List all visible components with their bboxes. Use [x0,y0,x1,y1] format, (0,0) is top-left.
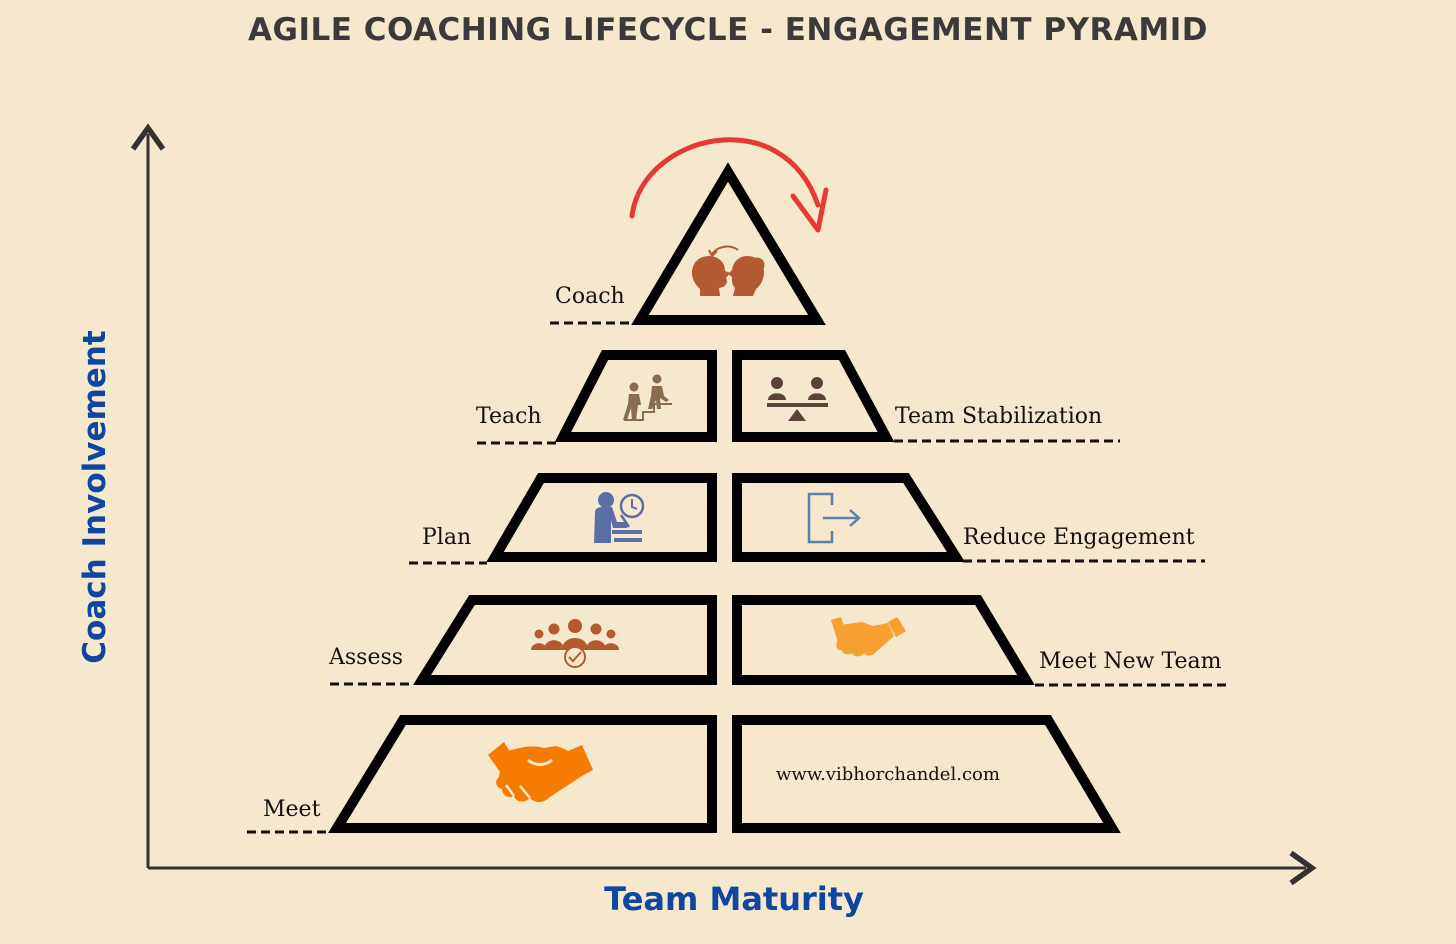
balanced-scale-icon [767,377,828,421]
left-level-label-1: Teach [476,404,542,429]
pyramid-tier-right-1 [732,350,895,442]
team-assessment-icon [531,619,619,668]
left-level-label-3: Assess [329,645,404,670]
pyramid-tier-left-2 [486,473,717,562]
pyramid-tier-right-2 [732,473,966,562]
pyramid-tier-left-4 [328,715,717,833]
x-axis-label: Team Maturity [604,880,864,918]
cycle-arrow-icon [629,137,829,233]
person-planning-clock-icon [594,492,645,543]
pyramid-tier-right-4 [732,715,1121,833]
coaching-heads-icon [692,245,765,296]
exit-door-icon [807,492,861,544]
left-level-label-2: Plan [422,525,472,550]
handshake-icon-meet-new-team [831,617,906,657]
handshake-icon-meet [488,742,593,803]
right-level-label-1: Team Stabilization [895,404,1103,429]
peak-triangle [631,162,826,325]
pyramid-tier-left-1 [554,350,717,442]
y-axis-label: Coach Involvement [77,330,113,664]
climbing-stairs-icon [623,374,672,421]
page-title: AGILE COACHING LIFECYCLE - ENGAGEMENT PY… [248,12,1208,48]
left-level-label-4: Meet [263,797,321,822]
right-level-label-2: Reduce Engagement [963,525,1195,550]
right-level-label-3: Meet New Team [1039,649,1222,674]
pyramid-tier-left-3 [412,595,717,685]
label-underlines [247,321,1230,834]
pyramid-tier-right-3 [732,595,1035,685]
website-url-link[interactable]: www.vibhorchandel.com [776,764,1000,785]
peak-label-coach: Coach [555,284,625,309]
